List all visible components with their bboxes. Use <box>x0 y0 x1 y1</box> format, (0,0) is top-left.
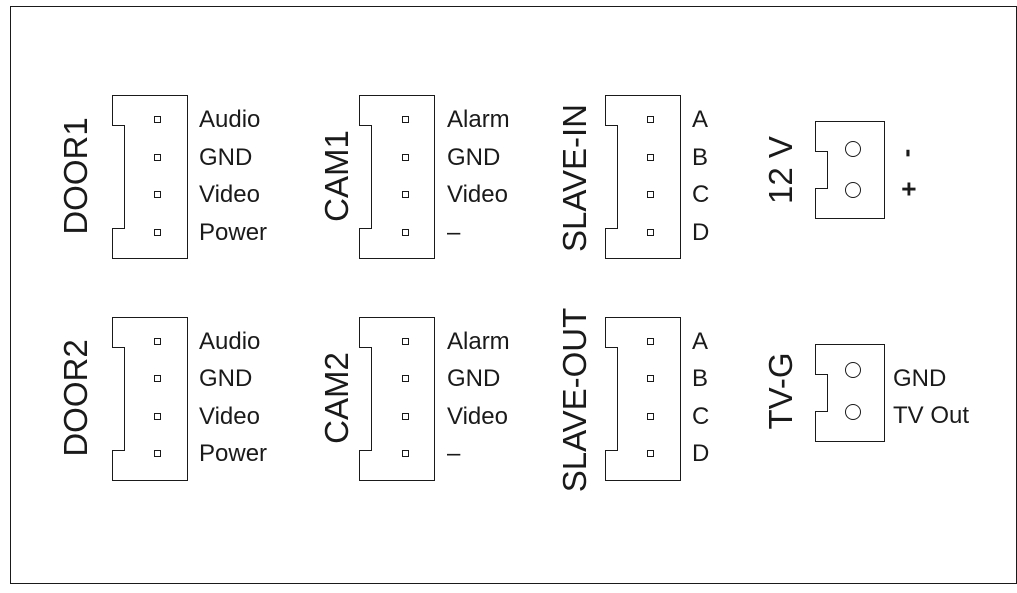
connector-label: 12 V <box>762 136 799 204</box>
connector-label: CAM1 <box>318 130 355 222</box>
pin <box>647 154 654 161</box>
pin <box>154 116 161 123</box>
pin <box>845 141 861 157</box>
pin <box>154 413 161 420</box>
connector-notch <box>359 347 372 451</box>
pin <box>402 375 409 382</box>
pin <box>647 191 654 198</box>
pin-label: A <box>692 106 709 133</box>
pin-label: GND <box>199 365 253 392</box>
pin <box>154 450 161 457</box>
pin-label: B <box>692 144 709 171</box>
pin-label: Video <box>199 403 260 430</box>
pin-label: Alarm <box>447 328 510 355</box>
pin-label: – <box>447 219 461 246</box>
polarity-plus: + <box>893 181 924 197</box>
pin-label: TV Out <box>893 402 970 429</box>
pin-label: C <box>692 403 710 430</box>
connector-label: SLAVE-OUT <box>556 307 593 493</box>
connector-label: DOOR1 <box>57 117 94 235</box>
connector-notch <box>815 151 828 189</box>
connector-notch <box>605 347 618 451</box>
pin <box>845 182 861 198</box>
pin <box>647 116 654 123</box>
pin-label: C <box>692 181 710 208</box>
pin <box>154 154 161 161</box>
connector-label: TV-G <box>762 352 799 430</box>
pin-label: GND <box>447 144 501 171</box>
pin <box>154 375 161 382</box>
pin <box>154 229 161 236</box>
connector-notch <box>605 125 618 229</box>
pin-label: GND <box>893 365 947 392</box>
pin <box>402 229 409 236</box>
pin <box>845 404 861 420</box>
polarity-minus: - <box>890 148 921 158</box>
connector-notch <box>112 347 125 451</box>
pin <box>154 338 161 345</box>
pin-label: Video <box>447 403 508 430</box>
pin <box>402 413 409 420</box>
pin-label: D <box>692 440 710 467</box>
pin-label: Video <box>447 181 508 208</box>
pin-label: Audio <box>199 328 261 355</box>
pin <box>647 338 654 345</box>
pin <box>647 229 654 236</box>
pin-label: Audio <box>199 106 261 133</box>
pin <box>647 375 654 382</box>
pin-label: – <box>447 440 461 467</box>
pin-label: Video <box>199 181 260 208</box>
pin-label: B <box>692 365 709 392</box>
pin <box>402 116 409 123</box>
pin-label: Power <box>199 440 268 467</box>
pin-label: Alarm <box>447 106 510 133</box>
connector-notch <box>815 374 828 412</box>
pin <box>647 450 654 457</box>
pin <box>402 450 409 457</box>
pin-label: D <box>692 219 710 246</box>
pin-label: GND <box>447 365 501 392</box>
pin <box>154 191 161 198</box>
connector-notch <box>112 125 125 229</box>
pin <box>402 154 409 161</box>
connector-notch <box>359 125 372 229</box>
pin <box>845 362 861 378</box>
pin-label: GND <box>199 144 253 171</box>
pin <box>402 191 409 198</box>
connector-label: DOOR2 <box>57 339 94 457</box>
pin-label: Power <box>199 219 268 246</box>
connector-label: CAM2 <box>318 352 355 444</box>
pin <box>402 338 409 345</box>
panel-outline <box>10 6 1017 584</box>
connector-label: SLAVE-IN <box>556 104 593 252</box>
pin <box>647 413 654 420</box>
pin-label: A <box>692 328 709 355</box>
